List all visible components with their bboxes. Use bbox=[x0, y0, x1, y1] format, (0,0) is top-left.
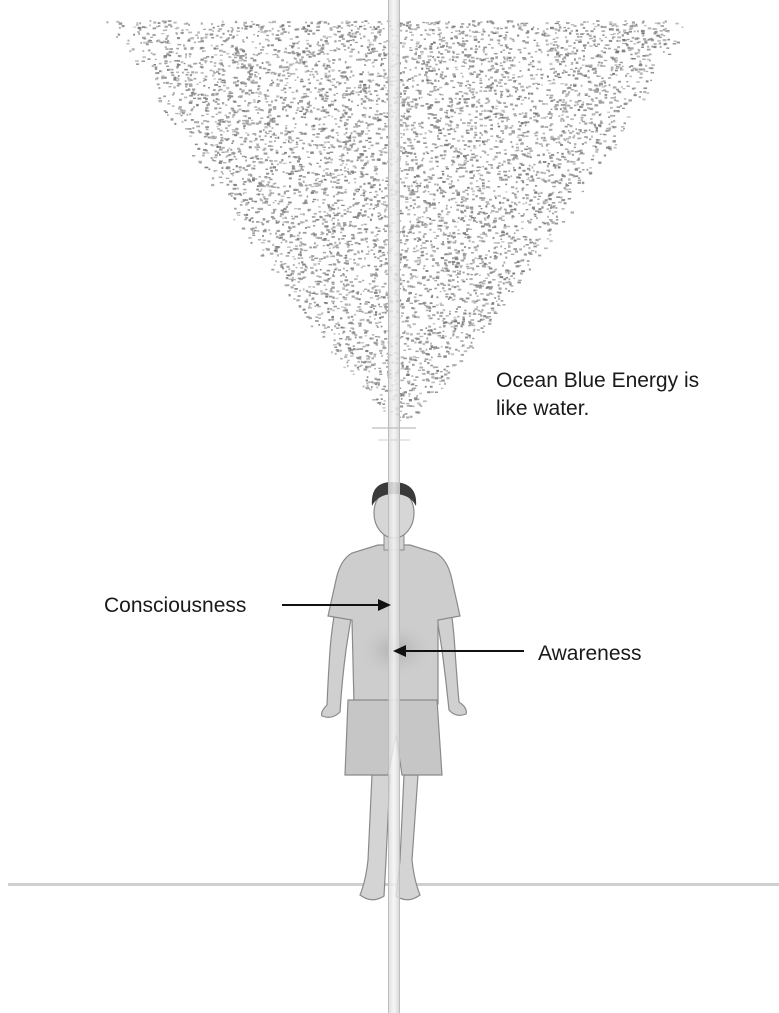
consciousness-label: Consciousness bbox=[104, 592, 246, 620]
awareness-label: Awareness bbox=[538, 640, 642, 668]
ocean-energy-caption: Ocean Blue Energy is like water. bbox=[496, 367, 756, 423]
vertical-axis bbox=[388, 0, 400, 1013]
ocean-caption-line-1: Ocean Blue Energy is bbox=[496, 367, 756, 395]
ocean-caption-line-2: like water. bbox=[496, 395, 756, 423]
